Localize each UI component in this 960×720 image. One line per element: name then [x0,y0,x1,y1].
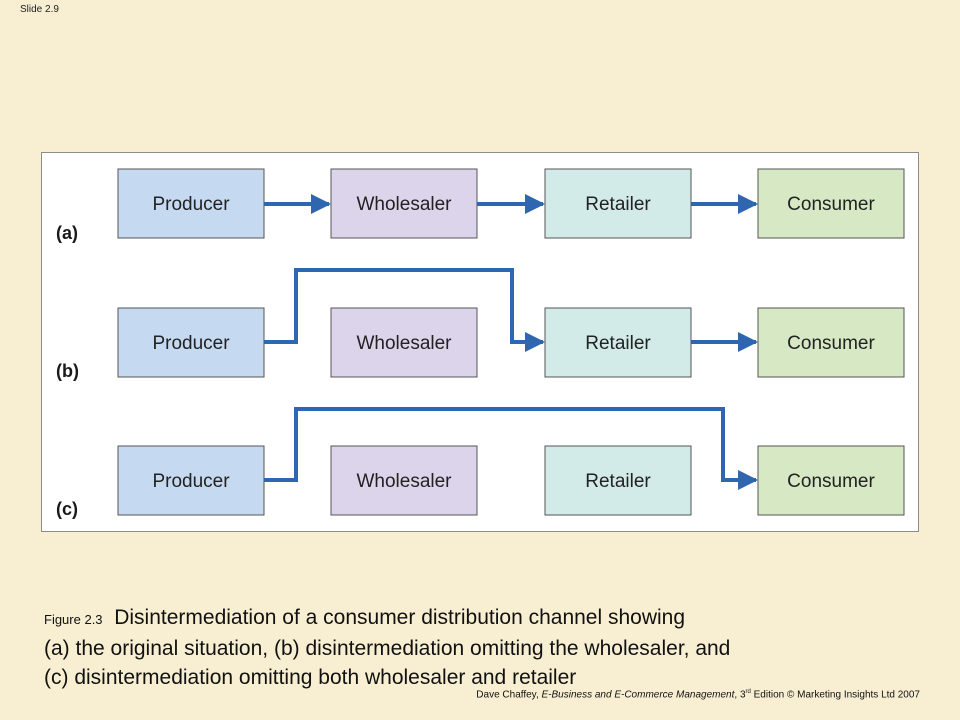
figure-caption: Figure 2.3 Disintermediation of a consum… [44,603,924,692]
wholesaler-box-c [330,445,478,516]
wholesaler-label-b: Wholesaler [356,333,452,354]
caption-line-2: (a) the original situation, (b) disinter… [44,637,731,660]
arrow-producer-to-consumer-c [264,407,758,490]
consumer-label-b: Consumer [787,333,875,354]
footer-edition-number: , 3 [734,689,746,701]
diagram-panel: (a) Producer Wholesaler Retailer Consume… [41,152,919,532]
row-c: (c) Producer Wholesaler Retailer Consume… [56,407,905,519]
wholesaler-label-c: Wholesaler [356,471,452,492]
producer-box-b [117,307,265,378]
caption-text-1: Disintermediation of a consumer distribu… [114,606,686,629]
consumer-box-b [757,307,905,378]
footer-edition-suffix: rd [745,689,751,695]
producer-label-b: Producer [152,333,230,354]
consumer-label-c: Consumer [787,471,875,492]
wholesaler-box-a [330,168,478,239]
producer-label-a: Producer [152,194,230,215]
wholesaler-label-a: Wholesaler [356,194,452,215]
retailer-label-c: Retailer [585,471,651,492]
footer-book-title: E-Business and E-Commerce Management [541,689,735,701]
consumer-box-c [757,445,905,516]
retailer-box-b [544,307,692,378]
row-label-c: (c) [56,499,78,519]
slide-number: Slide 2.9 [20,4,59,15]
copyright-footer: Dave Chaffey, E-Business and E-Commerce … [476,689,920,700]
retailer-box-c [544,445,692,516]
row-label-b: (b) [56,361,79,381]
producer-label-c: Producer [152,471,230,492]
footer-author: Dave Chaffey, [476,689,542,701]
retailer-label-b: Retailer [585,333,651,354]
producer-box-a [117,168,265,239]
footer-rest: Edition © Marketing Insights Ltd 2007 [750,689,920,701]
retailer-label-a: Retailer [585,194,651,215]
consumer-box-a [757,168,905,239]
row-b: (b) Producer Wholesaler Retailer Consume… [56,268,905,381]
caption-line-3: (c) disintermediation omitting both whol… [44,666,577,689]
arrow-producer-to-retailer-b [264,268,545,352]
figure-reference: Figure 2.3 [44,612,103,627]
distribution-channel-diagram: (a) Producer Wholesaler Retailer Consume… [56,168,905,519]
consumer-label-a: Consumer [787,194,875,215]
row-a: (a) Producer Wholesaler Retailer Consume… [56,168,905,243]
retailer-box-a [544,168,692,239]
wholesaler-box-b [330,307,478,378]
caption-line-1: Figure 2.3 Disintermediation of a consum… [44,603,924,634]
producer-box-c [117,445,265,516]
row-label-a: (a) [56,223,78,243]
